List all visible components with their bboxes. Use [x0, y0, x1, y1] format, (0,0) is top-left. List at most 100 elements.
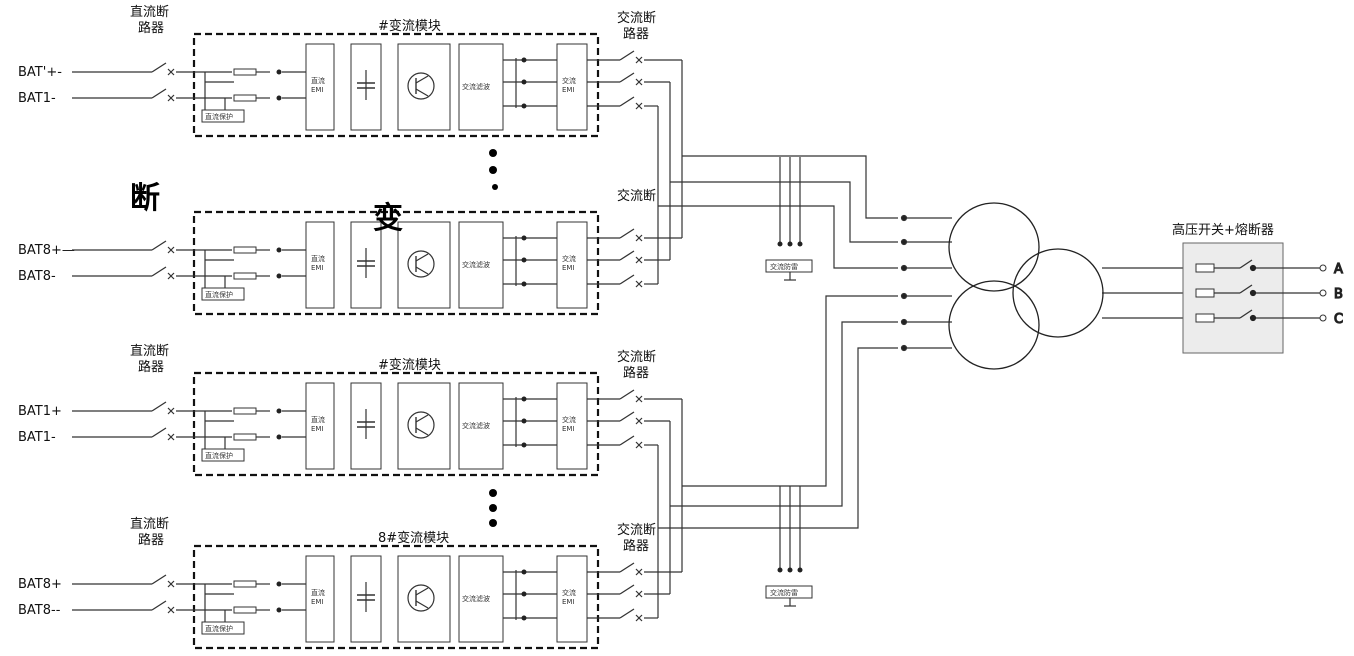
ac-breaker-switch: [619, 411, 643, 425]
dc-terminal-dot: [276, 247, 282, 253]
switch-x-b: [635, 441, 643, 449]
ac-bus-to-transformer: [670, 181, 898, 243]
switch-blade: [151, 88, 167, 99]
hv-switch-blade: [1239, 284, 1253, 294]
ac-terminal-dot: [521, 569, 527, 575]
dc-breaker-label-1: 直流断: [130, 5, 169, 20]
ac-breaker-label-2: 路器: [623, 365, 649, 381]
dc-terminal-dot: [276, 581, 282, 587]
switch-blade: [619, 96, 635, 107]
ac-terminal-dot: [521, 591, 527, 597]
dc-emi-label-1: 直流: [311, 415, 325, 424]
surge-protector-2: 交流防雷: [765, 486, 813, 607]
ac-filter-label: 交流滤波: [462, 421, 490, 430]
ac-emi-box: [556, 555, 588, 643]
dc-protect-box: [201, 621, 245, 635]
surge-box: [765, 259, 813, 273]
switch-x-b: [635, 56, 643, 64]
igbt-collector: [415, 75, 429, 84]
ac-bus-to-transformer: [658, 347, 898, 529]
ac-breaker-label-1: 交流断: [617, 188, 656, 204]
ac-breaker-switch: [619, 228, 643, 242]
bat-negative-label: BAT1-: [18, 430, 56, 445]
transformer-terminal-dot: [900, 318, 908, 326]
switch-blade: [151, 600, 167, 611]
switch-blade: [151, 574, 167, 585]
dc-breaker-switch: [151, 240, 175, 254]
switch-x-b: [167, 433, 175, 441]
dc-emi-label-2: EMI: [311, 86, 324, 94]
hv-switch-fuse: 高压开关+熔断器 ABC: [1172, 222, 1344, 354]
hv-switch-dot: [1249, 289, 1257, 297]
surge-dot: [797, 567, 803, 573]
phase-terminal: [1319, 264, 1327, 272]
ac-emi-label-2: EMI: [562, 425, 575, 433]
ac-breaker-switch: [619, 96, 643, 110]
phase-terminal: [1319, 314, 1327, 322]
ellipsis-dots-upper: [489, 149, 498, 190]
ac-breaker-switch: [619, 584, 643, 598]
igbt-box: [397, 555, 451, 643]
ac-breaker-label-2: 路器: [623, 26, 649, 42]
dc-emi-label-2: EMI: [311, 425, 324, 433]
ac-emi-label-1: 交流: [562, 254, 576, 263]
dc-emi-label-2: EMI: [311, 264, 324, 272]
hv-fuse: [1195, 263, 1215, 273]
dc-fuse: [233, 433, 257, 441]
ac-terminal-dot: [521, 396, 527, 402]
ac-breaker-label-1: 交流断: [617, 349, 656, 365]
ac-breaker-label-1: 交流断: [617, 522, 656, 538]
igbt-emitter: [415, 266, 429, 275]
hv-fuse: [1195, 288, 1215, 298]
ac-breaker-switch: [619, 274, 643, 288]
igbt-symbol: [407, 250, 435, 278]
hv-fuse: [1195, 313, 1215, 323]
switch-blade: [619, 250, 635, 261]
switch-blade: [151, 240, 167, 251]
dc-fuse: [233, 407, 257, 415]
hv-switch-blade: [1239, 309, 1253, 319]
igbt-collector: [415, 587, 429, 596]
dc-fuse: [233, 68, 257, 76]
surge-protector-label: 交流防雷: [770, 588, 798, 597]
dc-protect-box: [201, 109, 245, 123]
dc-terminal-dot: [276, 69, 282, 75]
ac-breaker-label-1: 交流断: [617, 10, 656, 26]
dc-breaker-label-2: 路器: [138, 20, 164, 36]
switch-blade: [619, 228, 635, 239]
dc-emi-box: [305, 221, 335, 309]
surge-protector-label: 交流防雷: [770, 262, 798, 271]
igbt-symbol: [407, 411, 435, 439]
dc-breaker-label-2: 路器: [138, 532, 164, 548]
bat-negative-label: BAT8--: [18, 603, 61, 618]
transformer: [948, 202, 1104, 370]
switch-blade: [619, 274, 635, 285]
ac-terminal-dot: [521, 418, 527, 424]
dc-emi-label-1: 直流: [311, 588, 325, 597]
ac-filter-label: 交流滤波: [462, 594, 490, 603]
dc-breaker-switch: [151, 88, 175, 102]
phase-terminal: [1319, 289, 1327, 297]
hv-switch-blade: [1239, 259, 1253, 269]
surge-dot: [777, 567, 783, 573]
ac-filter-label: 交流滤波: [462, 82, 490, 91]
dc-emi-label-1: 直流: [311, 254, 325, 263]
dc-protect-box: [201, 448, 245, 462]
dc-fuse: [233, 272, 257, 280]
dc-fuse: [233, 606, 257, 614]
dc-protect-label: 直流保护: [205, 290, 233, 299]
switch-x-b: [635, 280, 643, 288]
igbt-emitter: [415, 600, 429, 609]
switch-blade: [619, 389, 635, 400]
switch-x-b: [167, 246, 175, 254]
switch-x-b: [635, 234, 643, 242]
switch-blade: [151, 62, 167, 73]
transformer-terminal-dot: [900, 344, 908, 352]
transformer-terminal-dot: [900, 264, 908, 272]
ac-breaker-switch: [619, 608, 643, 622]
ac-bus-to-transformer: [658, 205, 898, 269]
